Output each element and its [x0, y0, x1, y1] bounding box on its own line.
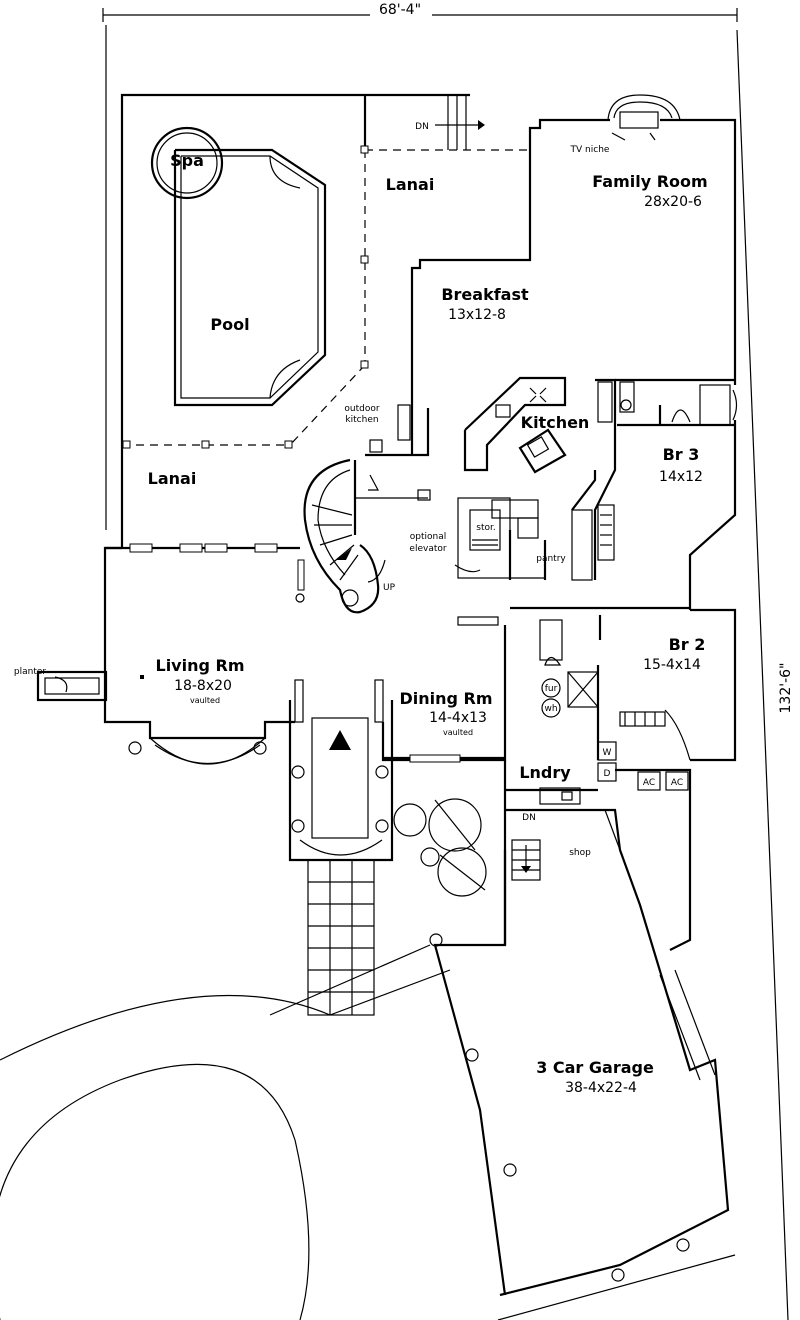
dining-walls [381, 616, 507, 763]
lanai-left-label: Lanai [148, 469, 197, 488]
width-dimension-label: 68'-4" [379, 2, 421, 18]
lanai-outline [120, 93, 530, 548]
dining-note: vaulted [443, 728, 473, 737]
optional-elevator-note-2: elevator [409, 544, 446, 554]
lanai-down-arrow [435, 120, 485, 130]
spa-label: Spa [170, 151, 204, 170]
pool-shape [173, 148, 327, 407]
spa-shape [150, 126, 224, 200]
shop-note: shop [569, 848, 591, 858]
living-note: vaulted [190, 696, 220, 705]
stor-note: stor. [476, 523, 495, 533]
spiral-stair [303, 458, 386, 614]
br2-size: 15-4x14 [643, 657, 701, 673]
family-room-label: Family Room [592, 172, 707, 191]
garage-walls [429, 768, 730, 1297]
overall-depth-dimension: 132'-6" [105, 25, 794, 1320]
dining-label: Dining Rm [399, 689, 492, 708]
breakfast-label: Breakfast [441, 285, 529, 304]
kitchen-label: Kitchen [521, 413, 590, 432]
outdoor-kitchen-note-2: kitchen [345, 415, 378, 425]
overall-width-dimension: 68'-4" [102, 2, 738, 22]
dining-size: 14-4x13 [429, 710, 487, 726]
living-walls [103, 543, 305, 765]
garage-label: 3 Car Garage [536, 1058, 654, 1077]
planter [36, 670, 108, 702]
pantry-note: pantry [536, 554, 566, 564]
water-heater-note: wh [544, 704, 557, 714]
dryer-note: D [604, 769, 611, 779]
br3-walls [615, 378, 738, 610]
furnace-note: fur [545, 684, 558, 694]
washer-note: W [603, 748, 612, 758]
lanai-upper-label: Lanai [386, 175, 435, 194]
ac-unit-2-note: AC [671, 778, 683, 788]
garage-size: 38-4x22-4 [565, 1080, 637, 1096]
walkway [307, 859, 375, 1016]
pool-label: Pool [210, 315, 249, 334]
br3-size: 14x12 [659, 469, 703, 485]
br2-label: Br 2 [669, 635, 706, 654]
outdoor-kitchen-note-1: outdoor [344, 404, 379, 414]
kitchen-counters [571, 378, 617, 581]
optional-elevator-note-1: optional [410, 532, 446, 542]
garage-dn-note: DN [522, 813, 536, 823]
pantry-stor-elevator [353, 460, 547, 580]
br3-label: Br 3 [663, 445, 700, 464]
family-room-size: 28x20-6 [644, 194, 702, 210]
landscape-trees [393, 798, 487, 897]
living-label: Living Rm [156, 656, 245, 675]
kitchen-island [463, 376, 567, 474]
depth-dimension-label: 132'-6" [778, 663, 794, 714]
stair-up-note: UP [383, 583, 396, 593]
planter-note: planter [14, 667, 46, 677]
driveway [0, 944, 736, 1320]
entry-porch [288, 679, 394, 1016]
lanai-dn-note: DN [415, 122, 429, 132]
main-house-walls [365, 94, 737, 457]
tv-niche-note: TV niche [570, 145, 610, 155]
living-size: 18-8x20 [174, 678, 232, 694]
laundry-label: Lndry [519, 763, 571, 782]
breakfast-size: 13x12-8 [448, 307, 506, 323]
ac-unit-1-note: AC [643, 778, 655, 788]
